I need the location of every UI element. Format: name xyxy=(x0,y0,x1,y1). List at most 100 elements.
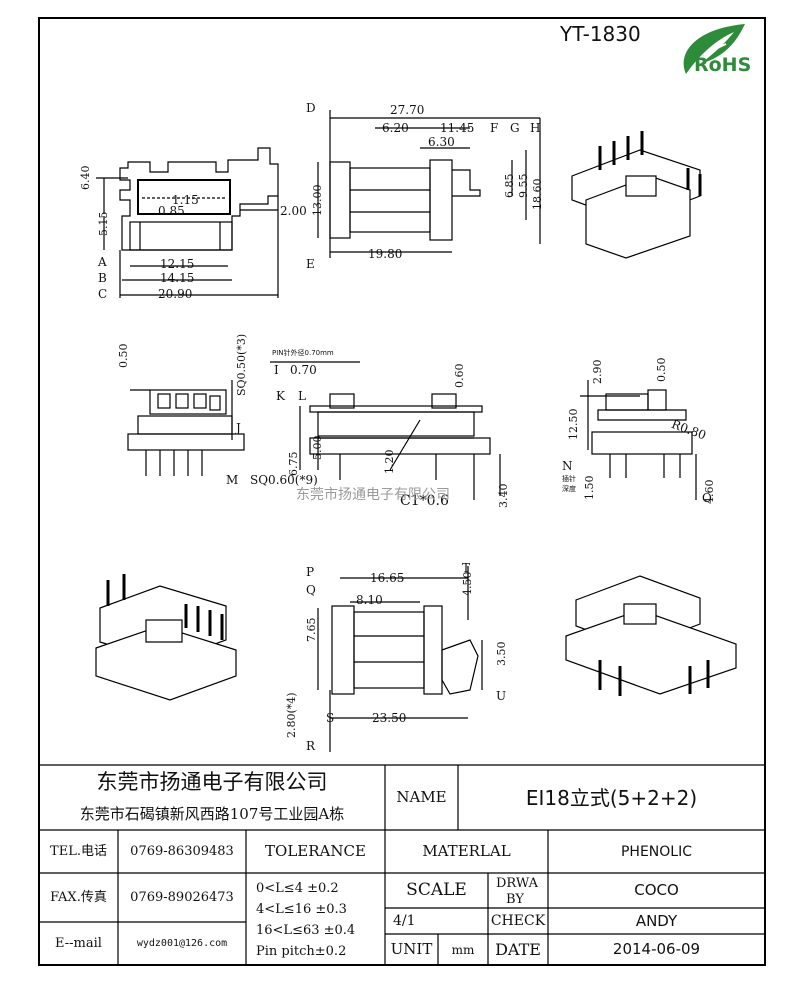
email-label: E--mail xyxy=(55,936,102,951)
dim-label: 0.50 xyxy=(117,343,130,369)
rohs-logo-icon xyxy=(683,24,745,74)
ref-letter: O xyxy=(702,491,712,505)
dim-label: SQ0.60(*9) xyxy=(250,473,318,487)
ref-letter: B xyxy=(98,271,107,285)
ref-letter: T xyxy=(462,561,471,575)
watermark-text: 东莞市扬通电子有限公司 xyxy=(296,487,450,503)
ref-letter: F xyxy=(490,121,499,135)
fax-label: FAX.传真 xyxy=(50,890,107,905)
tolerance-row: 4<L≤16 ±0.3 xyxy=(256,902,347,917)
ref-letter: R xyxy=(306,739,316,753)
date-value: 2014-06-09 xyxy=(612,940,701,958)
dim-label: 0.60 xyxy=(453,363,466,389)
name-label: NAME xyxy=(396,788,447,806)
view-mid-right xyxy=(580,380,697,500)
dim-label: 3.50 xyxy=(495,641,508,667)
dim-label: 5.00 xyxy=(311,435,324,461)
dim-label: 2.00 xyxy=(280,204,307,218)
ref-letter: D xyxy=(306,101,316,115)
dim-label: SQ0.50(*3) xyxy=(235,333,248,396)
tolerance-row: 0<L≤4 ±0.2 xyxy=(256,881,339,896)
view-bottom-mid xyxy=(317,566,483,752)
depth-label: 深度 xyxy=(562,485,576,493)
ref-letter: L xyxy=(298,389,306,403)
tel-label: TEL.电话 xyxy=(50,844,107,859)
tolerance-row: Pin pitch±0.2 xyxy=(256,944,347,959)
view-top-mid xyxy=(317,110,541,258)
view-mid-left xyxy=(127,380,245,476)
ref-letter: U xyxy=(496,689,507,703)
date-label: DATE xyxy=(495,939,541,959)
ref-letter: H xyxy=(530,121,541,135)
dim-label: 6.30 xyxy=(428,135,455,149)
dim-label: 3.40 xyxy=(497,483,510,509)
dim-label: 16.65 xyxy=(370,571,405,585)
sheet-border xyxy=(38,17,766,966)
company-address: 东莞市石碣镇新风西路107号工业园A栋 xyxy=(79,804,345,823)
rohs-label: RoHS xyxy=(694,54,752,76)
dim-label: 6.85 xyxy=(503,173,516,199)
view-mid-center xyxy=(270,361,501,500)
dim-label: 14.15 xyxy=(160,271,195,285)
view-top-right-iso xyxy=(571,131,702,259)
drwa-label: DRWA xyxy=(496,876,539,891)
ref-letter: P xyxy=(306,565,315,579)
view-bottom-left-iso xyxy=(95,574,237,701)
ref-letter: A xyxy=(98,255,107,269)
pin-note: PIN针外径0.70mm xyxy=(272,349,334,357)
dim-label: 7.65 xyxy=(305,617,318,643)
email-value: wydz001@126.com xyxy=(136,937,228,949)
scale-label: SCALE xyxy=(406,880,467,900)
checked-by-value: ANDY xyxy=(635,911,678,930)
ref-letter: M xyxy=(226,473,239,487)
ref-letter: I xyxy=(274,363,279,377)
tolerance-row: 16<L≤63 ±0.4 xyxy=(256,923,356,938)
pin-label: 插针 xyxy=(562,475,576,483)
dim-label: 18.60 xyxy=(531,178,544,211)
ref-letter: E xyxy=(306,257,315,271)
dim-label: C1*0.6 xyxy=(400,493,449,509)
ref-letter: G xyxy=(510,121,520,135)
dim-label: 0.85 xyxy=(158,204,185,218)
ref-letter: Q xyxy=(306,583,316,597)
dim-label: 4.50 xyxy=(461,571,474,597)
model-number: YT-1830 xyxy=(560,22,641,46)
dim-label: 12.50 xyxy=(567,408,580,441)
dim-label: 1.50 xyxy=(583,475,596,501)
ref-letter: J xyxy=(236,421,241,435)
by-label: BY xyxy=(506,892,524,907)
tolerance-label: TOLERANCE xyxy=(265,842,366,860)
dim-label: 1.15 xyxy=(172,193,199,207)
company-name: 东莞市扬通电子有限公司 xyxy=(96,769,328,794)
ref-letter: N xyxy=(562,459,573,473)
dim-label: 12.15 xyxy=(160,257,195,271)
view-bottom-right-iso xyxy=(565,575,737,696)
dim-label: 0.70 xyxy=(290,363,317,377)
dim-label: 2.90 xyxy=(591,359,604,385)
tel-value: 0769-86309483 xyxy=(130,844,234,859)
ref-letter: C xyxy=(98,287,108,301)
dim-label: 0.50 xyxy=(655,357,668,383)
dim-label: 1.20 xyxy=(383,449,396,475)
material-label: MATERLAL xyxy=(422,842,511,860)
scale-value: 4/1 xyxy=(393,913,416,929)
dim-label: 8.10 xyxy=(356,593,383,607)
dim-label: 6.40 xyxy=(79,165,92,191)
part-name: EI18立式(5+2+2) xyxy=(525,785,698,810)
drawn-by-value: COCO xyxy=(634,881,679,899)
material-value: PHENOLIC xyxy=(620,843,692,860)
view-top-left xyxy=(96,147,279,298)
dim-label: 2.80(*4) xyxy=(285,692,298,738)
dim-label: 13.00 xyxy=(311,184,324,217)
dim-label: 27.70 xyxy=(390,103,425,117)
ref-letter: S xyxy=(326,711,335,725)
title-block-grid xyxy=(39,764,765,965)
dim-label: 19.80 xyxy=(368,247,403,261)
dim-label: 5.15 xyxy=(97,211,110,237)
unit-label: UNIT xyxy=(390,940,433,958)
dim-label: 11.45 xyxy=(440,121,475,135)
dim-label: 20.90 xyxy=(158,287,193,301)
dim-label: 6.20 xyxy=(382,121,409,135)
